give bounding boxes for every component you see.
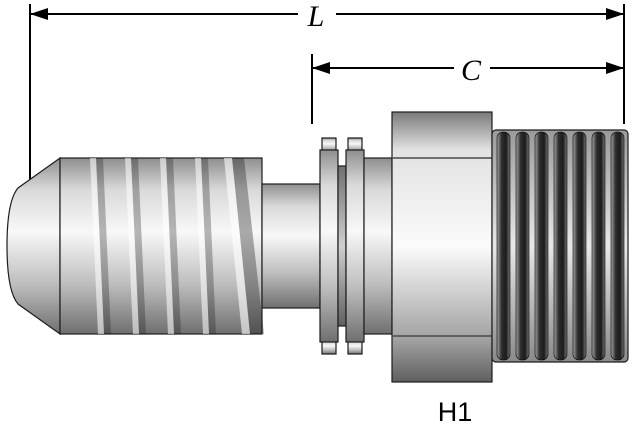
fitting-body xyxy=(6,111,629,383)
serration-highlight xyxy=(195,158,209,334)
dimension-label-l: L xyxy=(307,0,325,33)
hex-nut-body xyxy=(391,111,493,383)
thread-crest xyxy=(496,131,511,361)
thread-crest xyxy=(515,131,530,361)
serration-groove xyxy=(201,158,216,334)
arrowhead-l-right xyxy=(606,8,624,20)
thread-crest xyxy=(591,131,606,361)
end-barb-ridge xyxy=(232,158,264,334)
collar-spacer xyxy=(363,157,393,335)
arrowhead-c-right xyxy=(606,62,624,74)
arrowhead-l-left xyxy=(30,8,48,20)
serration-highlight xyxy=(125,158,139,334)
dimension-label-c: C xyxy=(461,54,482,87)
collar xyxy=(319,137,393,355)
barb-nose-tip xyxy=(6,156,61,336)
serration-groove xyxy=(166,158,181,334)
thread-crest xyxy=(572,131,587,361)
arrowhead-c-left xyxy=(312,62,330,74)
thread-crest xyxy=(610,131,625,361)
serration-highlight xyxy=(90,158,104,334)
thread-crest xyxy=(553,131,568,361)
end-barb-highlight xyxy=(224,158,250,334)
collar-rib xyxy=(345,149,365,343)
barb-serrations xyxy=(90,158,264,334)
collar-groove xyxy=(337,165,347,327)
collar-rib xyxy=(319,149,339,343)
dimension-l: L xyxy=(29,0,625,182)
serration-groove xyxy=(96,158,111,334)
thread-section xyxy=(491,129,629,363)
fitting-neck xyxy=(261,183,321,309)
serration-highlight xyxy=(160,158,174,334)
serration-groove xyxy=(131,158,146,334)
dimension-c: C xyxy=(311,54,624,124)
thread-crest xyxy=(534,131,549,361)
part-code-label: H1 xyxy=(438,397,473,427)
hex-nut xyxy=(391,111,493,383)
